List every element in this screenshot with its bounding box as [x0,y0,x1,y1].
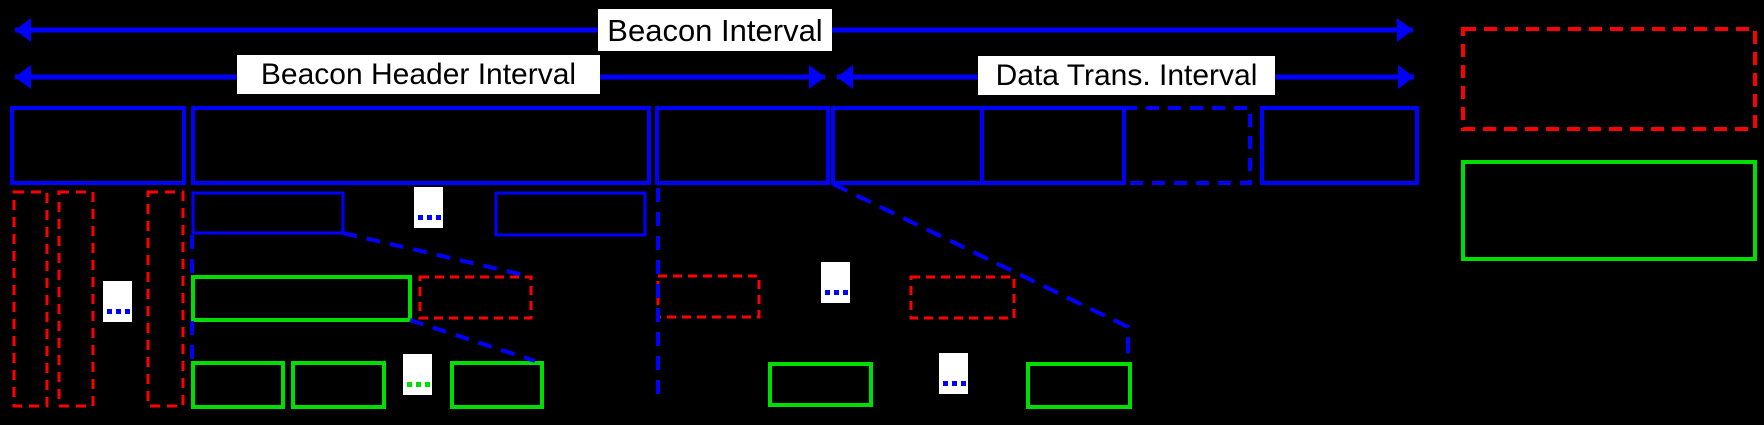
beacon-header-interval-label: Beacon Header Interval [237,55,600,94]
abft-slot-last [494,191,647,237]
ellipsis-abft-slots-dot-1 [418,215,423,220]
ellipsis-ati-responses-dot-2 [952,381,957,386]
dti-slot-2 [980,106,1126,185]
ati-response-2 [1026,362,1132,409]
ssw-part-box [191,275,412,322]
feedback-part-box [418,275,533,320]
ellipsis-abft-slots-dot-3 [436,215,441,220]
beacon-interval-label: Beacon Interval [598,9,832,51]
ati-response-1 [768,362,873,407]
ellipsis-ati-responses-bg [939,353,968,394]
abft-slot-1 [191,191,345,235]
dti-slot-ellipsis [1122,106,1252,185]
data-trans-interval-label: Data Trans. Interval [978,56,1275,95]
ellipsis-abft-slots-bg [414,187,443,228]
ssw-frame-last [450,361,544,409]
ellipsis-ati-requests-dot-2 [834,290,839,295]
ati-expand-diagonal [832,182,1130,363]
dti-slot-1 [831,106,984,185]
ssw-frame-2 [291,361,386,409]
ellipsis-ati-responses-dot-3 [961,381,966,386]
beacon-frame-3 [146,190,185,408]
ellipsis-beacon-frames-dot-1 [107,309,112,314]
ellipsis-ati-requests-dot-3 [843,290,848,295]
abft-slot-expand-diagonal [342,231,529,278]
ellipsis-abft-slots-dot-2 [427,215,432,220]
ati-request-2 [909,275,1016,320]
ellipsis-ati-responses-dot-1 [943,381,948,386]
ati-request-1 [656,274,761,319]
ellipsis-ssw-frames-dot-2 [416,382,421,387]
ellipsis-beacon-frames-dot-2 [116,309,121,314]
ellipsis-ati-requests-dot-1 [825,290,830,295]
abft-box [191,106,651,185]
ellipsis-ssw-frames-dot-1 [407,382,412,387]
bti-box [10,106,186,185]
ellipsis-ssw-frames-bg [403,354,432,395]
ellipsis-ati-requests-bg [821,262,850,303]
dti-slot-last [1260,106,1419,185]
ellipsis-ssw-frames-dot-3 [425,382,430,387]
beacon-frame-1 [12,190,49,408]
ellipsis-beacon-frames-bg [103,281,132,322]
ati-box [655,106,830,185]
legend-response-box [1461,160,1757,261]
ellipsis-beacon-frames-dot-3 [125,309,130,314]
beacon-frame-2 [57,190,95,408]
ssw-frame-1 [191,361,285,409]
legend-request-box [1461,27,1757,131]
ssw-expand-diagonal [409,318,536,363]
